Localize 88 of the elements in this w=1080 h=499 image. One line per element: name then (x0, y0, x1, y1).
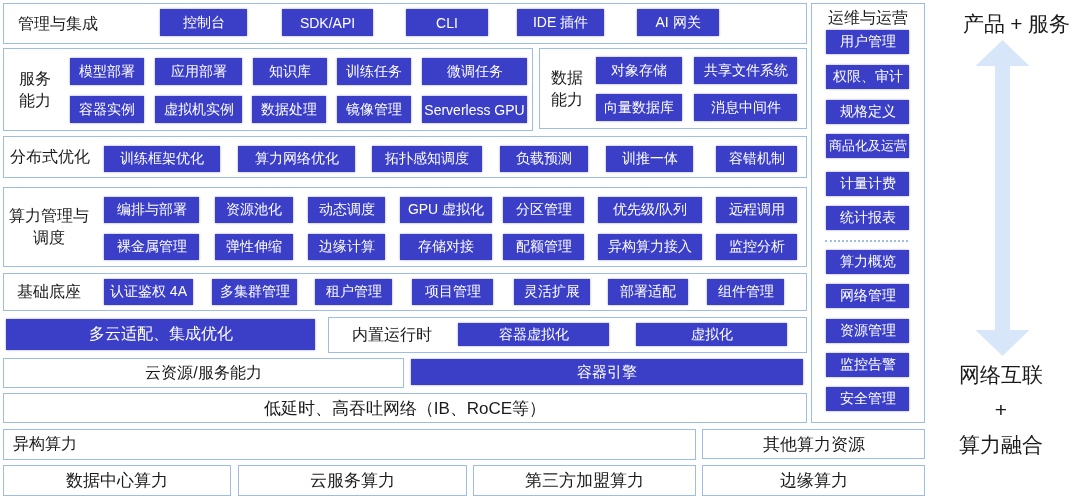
feature-box: 优先级/队列 (598, 197, 702, 223)
layer-panel (3, 187, 807, 267)
feature-box: 向量数据库 (596, 94, 682, 121)
feature-box: 镜像管理 (337, 96, 411, 123)
feature-box: 多云适配、集成优化 (6, 319, 315, 350)
layer-panel: 第三方加盟算力 (473, 465, 696, 496)
feature-box: 知识库 (253, 58, 327, 85)
panel-heading: 内置运行时 (352, 325, 432, 345)
feature-box: 网络管理 (826, 284, 909, 308)
feature-box: 虚拟机实例 (155, 96, 242, 123)
feature-box: 项目管理 (412, 279, 493, 305)
feature-box: 组件管理 (707, 279, 784, 305)
feature-box: 资源管理 (826, 319, 909, 343)
feature-box: 规格定义 (826, 100, 909, 124)
feature-box: 统计报表 (826, 206, 909, 230)
feature-box: CLI (406, 9, 488, 36)
feature-box: 认证鉴权 4A (104, 279, 193, 305)
feature-box: 控制台 (160, 9, 247, 36)
side-label: 产品 + 服务 (958, 9, 1075, 39)
feature-box: AI 网关 (637, 9, 719, 36)
feature-box: 异构算力接入 (598, 234, 702, 260)
layer-panel (539, 48, 807, 129)
feature-box: 用户管理 (826, 30, 909, 54)
panel-heading: 算力管理与调度 (8, 206, 90, 248)
double-arrow (975, 40, 1030, 356)
feature-box: 分区管理 (503, 197, 584, 223)
feature-box: 灵活扩展 (514, 279, 590, 305)
feature-box: 拓扑感知调度 (372, 146, 482, 172)
feature-box: 裸金属管理 (104, 234, 199, 260)
feature-box: 权限、审计 (826, 65, 909, 89)
feature-box: 部署适配 (608, 279, 688, 305)
feature-box: 对象存储 (596, 57, 682, 84)
side-panel (811, 3, 925, 423)
feature-box: 共享文件系统 (694, 57, 797, 84)
feature-box: 配额管理 (503, 234, 584, 260)
feature-box: 消息中间件 (694, 94, 797, 121)
feature-box: 算力网络优化 (238, 146, 355, 172)
feature-box: 资源池化 (215, 197, 293, 223)
feature-box: 数据处理 (252, 96, 326, 123)
feature-box: 训练任务 (337, 58, 411, 85)
feature-box: 监控分析 (716, 234, 797, 260)
feature-box: 容器实例 (70, 96, 144, 123)
feature-box: 编排与部署 (104, 197, 199, 223)
panel-heading: 服务能力 (18, 68, 52, 111)
panel-heading: 分布式优化 (10, 147, 90, 167)
feature-box: 弹性伸缩 (215, 234, 293, 260)
feature-box: Serverless GPU (422, 96, 527, 123)
layer-panel (3, 48, 533, 131)
layer-panel (3, 136, 807, 178)
feature-box: 商品化及运营 (826, 134, 909, 158)
layer-panel (3, 273, 807, 311)
feature-box: 训练框架优化 (104, 146, 220, 172)
feature-box: 微调任务 (422, 58, 527, 85)
feature-box: 训推一体 (606, 146, 693, 172)
layer-panel: 低延时、高吞吐网络（IB、RoCE等） (3, 393, 807, 423)
layer-panel: 异构算力 (3, 429, 696, 460)
layer-panel: 其他算力资源 (702, 429, 925, 459)
feature-box: 存储对接 (400, 234, 492, 260)
layer-panel: 边缘算力 (702, 465, 925, 496)
layer-panel: 云资源/服务能力 (3, 358, 404, 388)
panel-heading: 运维与运营 (828, 8, 908, 28)
feature-box: 算力概览 (826, 250, 909, 274)
feature-box: 远程调用 (716, 197, 797, 223)
feature-box: 应用部署 (155, 58, 242, 85)
feature-box: GPU 虚拟化 (400, 197, 492, 223)
feature-box: 容器引擎 (411, 359, 803, 385)
feature-box: 动态调度 (308, 197, 385, 223)
side-label: 网络互联 + 算力融合 (955, 357, 1047, 462)
layer-panel: 云服务算力 (238, 465, 467, 496)
feature-box: SDK/API (282, 9, 373, 36)
feature-box: 容器虚拟化 (458, 323, 609, 346)
feature-box: 租户管理 (315, 279, 392, 305)
panel-heading: 管理与集成 (18, 13, 98, 34)
feature-box: 容错机制 (716, 146, 797, 172)
feature-box: 模型部署 (70, 58, 144, 85)
panel-heading: 数据能力 (550, 67, 584, 110)
feature-box: 安全管理 (826, 387, 909, 411)
feature-box: IDE 插件 (517, 9, 604, 36)
layer-panel (3, 3, 807, 44)
layer-panel: 数据中心算力 (3, 465, 231, 496)
feature-box: 监控告警 (826, 353, 909, 377)
panel-heading: 基础底座 (17, 282, 81, 302)
feature-box: 计量计费 (826, 172, 909, 196)
layer-panel (328, 317, 807, 353)
feature-box: 多集群管理 (212, 279, 297, 305)
feature-box: 虚拟化 (636, 323, 787, 346)
feature-box: 边缘计算 (308, 234, 385, 260)
feature-box: 负载预测 (500, 146, 588, 172)
